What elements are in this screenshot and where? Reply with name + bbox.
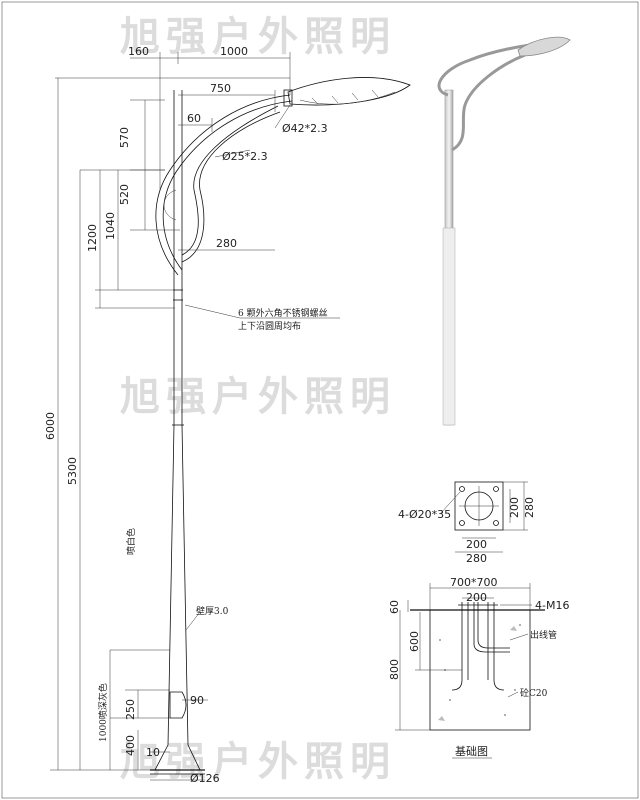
dim-400: 400 xyxy=(124,735,137,756)
flange-plan xyxy=(439,481,528,553)
label-conduit: 出线管 xyxy=(530,629,557,641)
label-white-paint: 喷白色 xyxy=(125,528,137,555)
label-screw-line1: 6 颗外六角不锈钢螺丝 xyxy=(238,307,328,319)
flange-height-200: 200 xyxy=(508,497,521,518)
label-wall-thickness: 壁厚3.0 xyxy=(196,605,229,617)
foundation-title: 基础图 xyxy=(455,745,488,758)
perspective-view xyxy=(437,36,571,426)
foundation-top-60: 60 xyxy=(388,600,401,614)
dim-570: 570 xyxy=(118,127,131,148)
flange-width-200: 200 xyxy=(466,538,487,551)
dim-1200: 1200 xyxy=(86,224,99,252)
lamp-arms xyxy=(155,77,411,276)
foundation-bolt-spacing: 200 xyxy=(466,591,487,604)
dim-280: 280 xyxy=(216,237,237,250)
foundation-depth-800: 800 xyxy=(388,659,401,680)
flange-height-280: 280 xyxy=(523,497,536,518)
foundation-section xyxy=(395,583,545,731)
dim-250: 250 xyxy=(124,699,137,720)
dim-10: 10 xyxy=(146,746,160,759)
foundation-depth-600: 600 xyxy=(408,631,421,652)
dim-160: 160 xyxy=(128,45,149,58)
dim-90: 90 xyxy=(190,694,204,707)
flange-holes: 4-Ø20*35 xyxy=(398,508,451,521)
dim-1040: 1040 xyxy=(104,212,117,240)
label-screw-line2: 上下沿圆周均布 xyxy=(238,320,301,332)
dim-520: 520 xyxy=(118,184,131,205)
foundation-bolts: 4-M16 xyxy=(535,599,569,612)
dim-1000: 1000 xyxy=(220,45,248,58)
dim-5300: 5300 xyxy=(66,457,79,485)
watermark-middle: 旭强户外照明 xyxy=(120,373,396,420)
dim-126: Ø126 xyxy=(190,772,220,785)
label-concrete: 砼C20 xyxy=(520,687,548,699)
foundation-size: 700*700 xyxy=(450,576,498,589)
watermark-top: 旭强户外照明 xyxy=(120,13,396,60)
dim-6000: 6000 xyxy=(44,412,57,440)
flange-width-280: 280 xyxy=(466,552,487,565)
label-pipe-25: Ø25*2.3 xyxy=(222,150,268,163)
label-grey-paint: 1000喷深灰色 xyxy=(97,683,109,742)
main-pole xyxy=(150,90,205,775)
label-pipe-42: Ø42*2.3 xyxy=(282,122,328,135)
dim-750: 750 xyxy=(210,82,231,95)
main-dimensions xyxy=(50,52,340,781)
watermark-bottom: 旭强户外照明 xyxy=(120,738,396,785)
dim-60: 60 xyxy=(187,112,201,125)
